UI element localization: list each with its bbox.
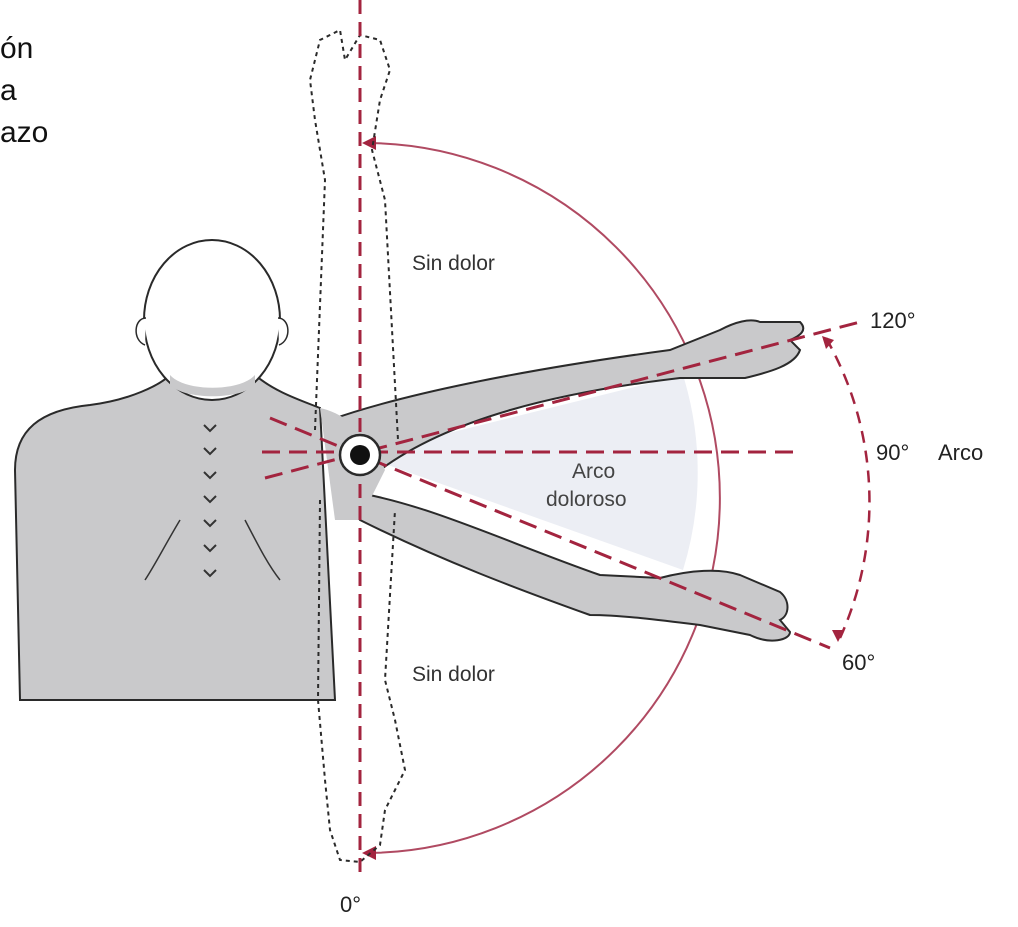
label-arco-doloroso-2: doloroso	[546, 488, 627, 511]
left-ear	[136, 318, 146, 345]
label-120-deg: 120°	[870, 308, 916, 333]
label-arco-right: Arco	[938, 440, 983, 465]
dotted-arm-up	[310, 30, 398, 440]
arc-bracket	[826, 338, 869, 638]
head	[144, 240, 280, 400]
caption-line-2: a	[0, 70, 48, 112]
caption-line-3: azo	[0, 112, 48, 154]
label-90-deg: 90°	[876, 440, 909, 465]
label-sin-dolor-top: Sin dolor	[412, 252, 495, 275]
label-0-deg: 0°	[340, 892, 361, 917]
shoulder-joint-center	[350, 445, 370, 465]
right-ear	[278, 318, 288, 345]
label-sin-dolor-bottom: Sin dolor	[412, 663, 495, 686]
arc-arrowhead-bottom	[362, 846, 376, 860]
caption-line-1: ón	[0, 28, 48, 70]
cropped-caption: ón a azo	[0, 28, 48, 154]
label-arco-doloroso-1: Arco	[572, 460, 615, 483]
label-60-deg: 60°	[842, 650, 875, 675]
